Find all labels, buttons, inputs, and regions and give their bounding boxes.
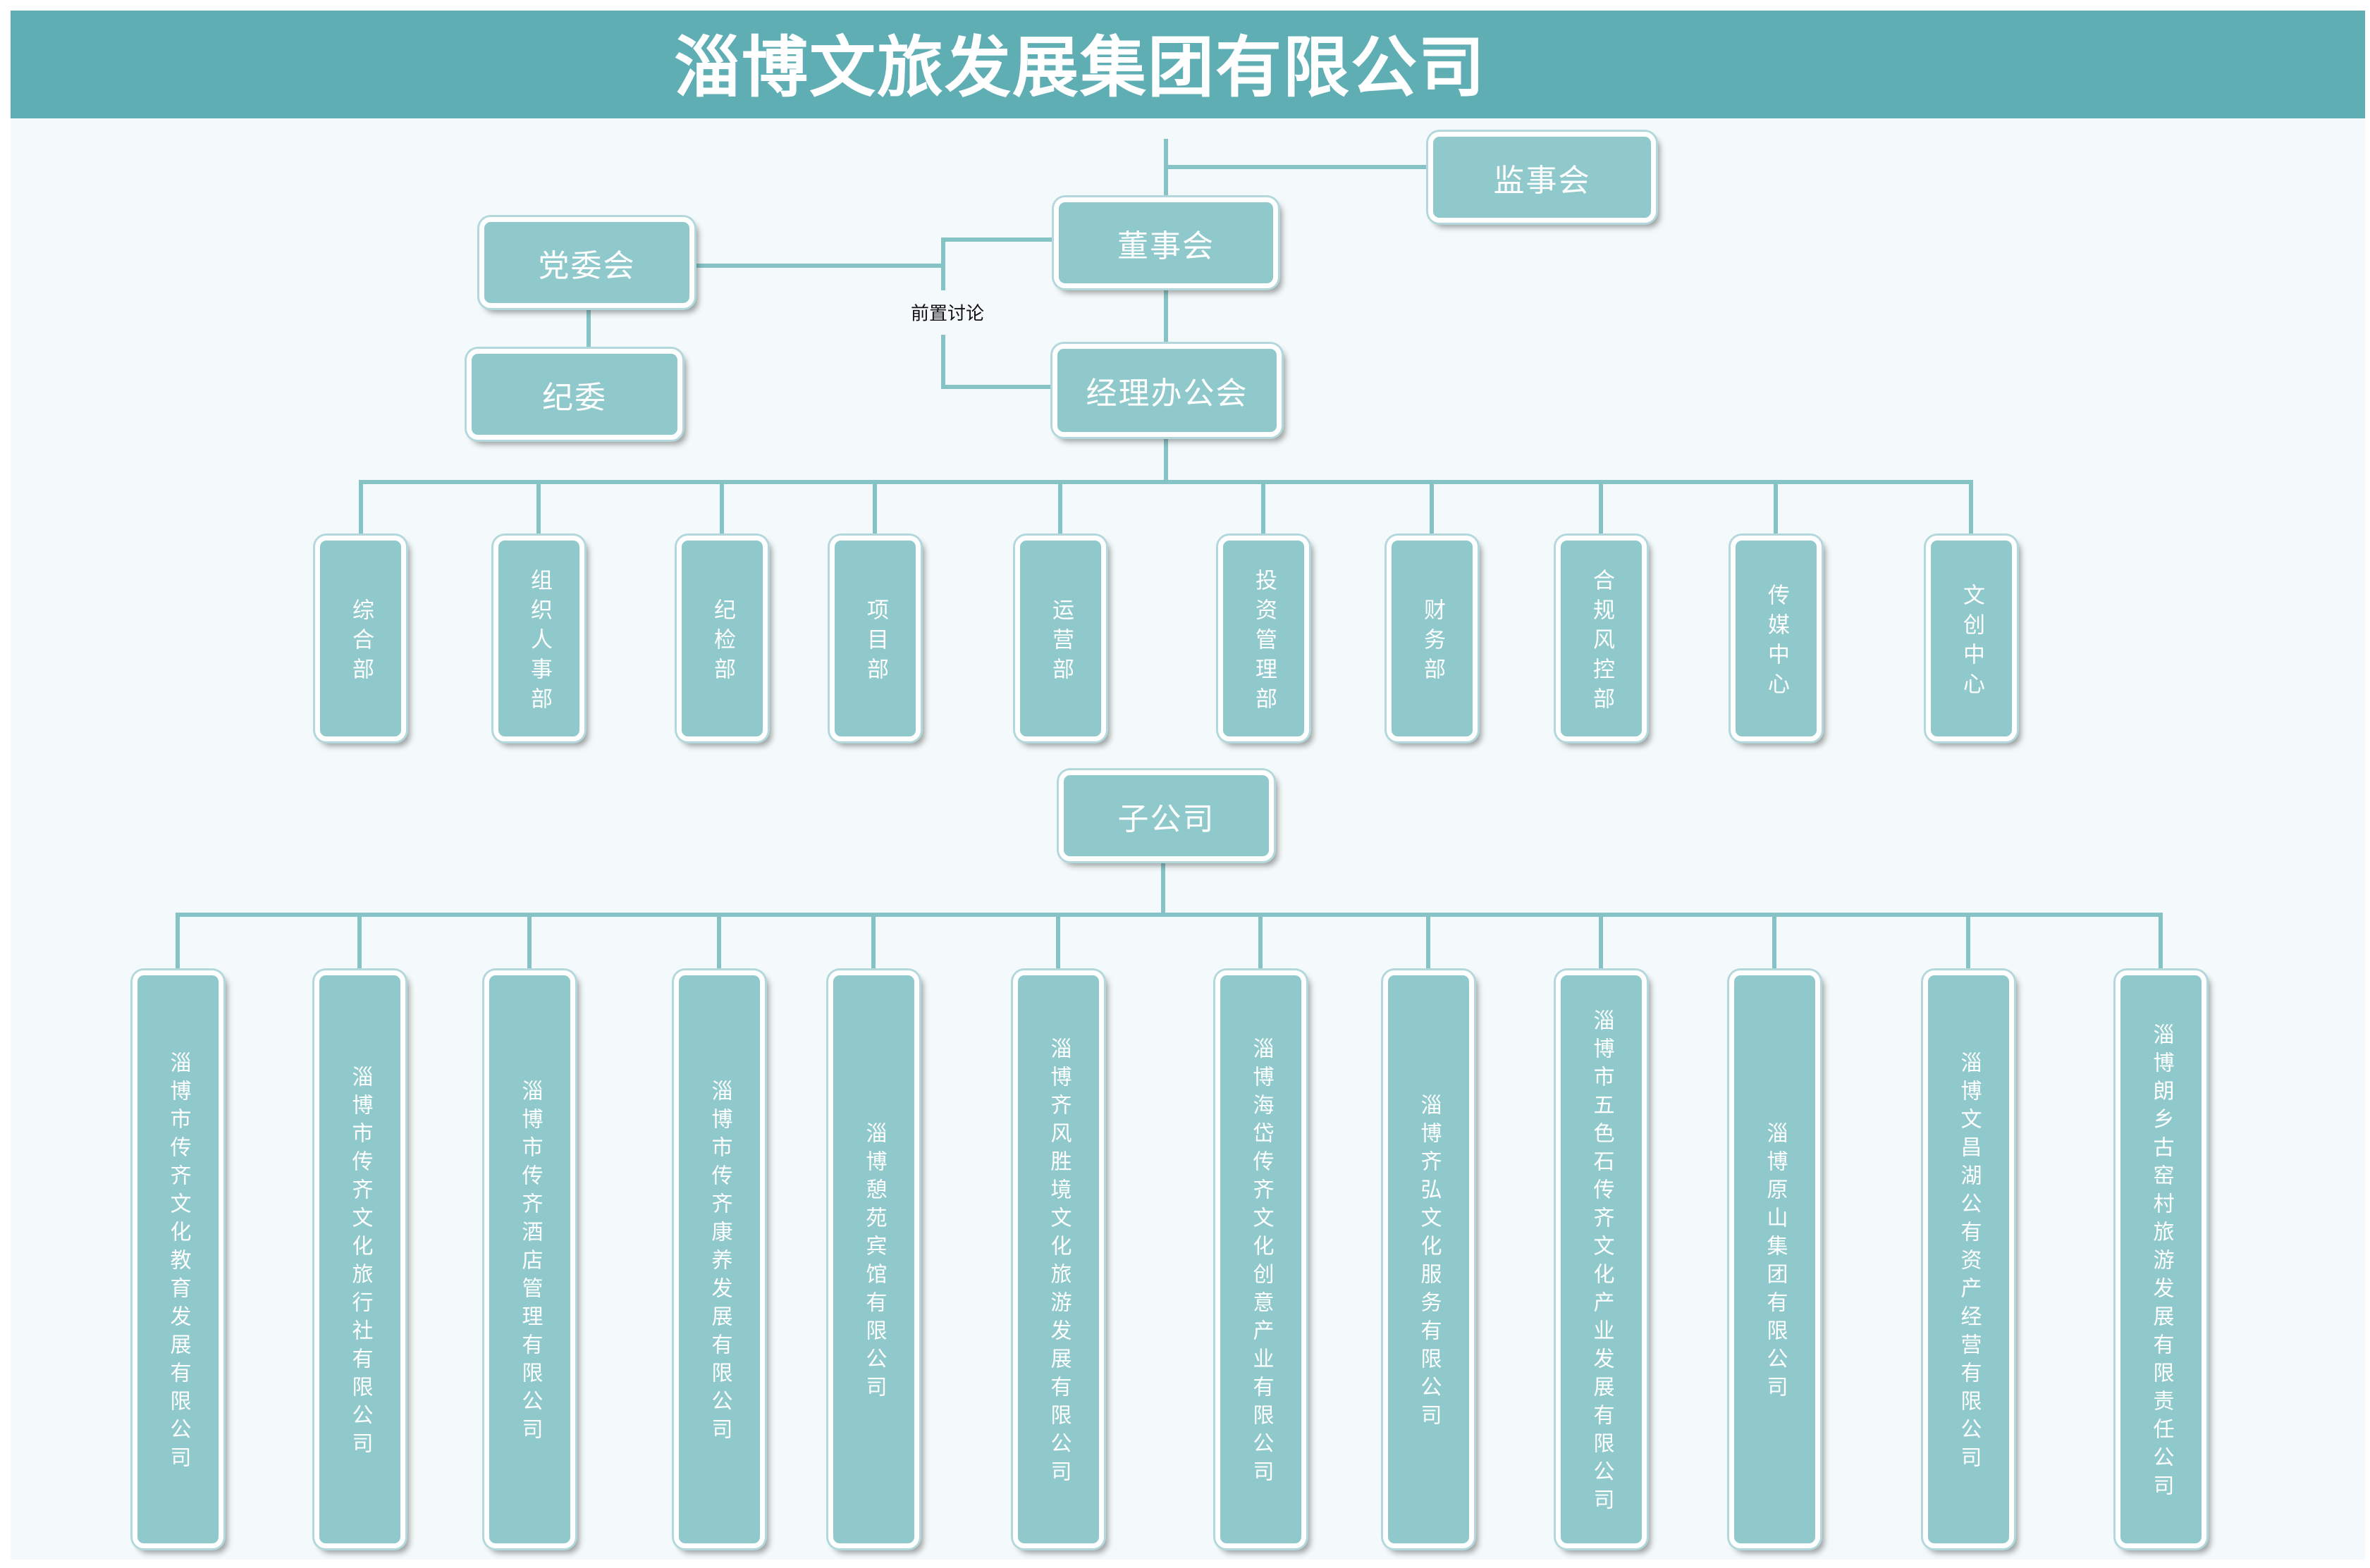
department-label: 组织人事部 (527, 568, 552, 717)
department-node-1: 综合部 (315, 536, 406, 741)
department-label: 文创中心 (1959, 583, 1984, 702)
title-banner (11, 11, 2365, 118)
subsidiary-node-11: 淄博文昌湖公有资产经营有限公司 (1923, 970, 2014, 1548)
subsidiary-node-8: 淄博齐弘文化服务有限公司 (1383, 970, 1474, 1548)
subsidiary-label: 淄博海岱传齐文化创意产业有限公司 (1248, 1037, 1274, 1488)
department-node-9: 传媒中心 (1731, 536, 1822, 741)
discipline-committee-label: 纪委 (542, 379, 607, 416)
department-node-6: 投资管理部 (1218, 536, 1309, 741)
subsidiary-label: 淄博市传齐文化教育发展有限公司 (166, 1051, 191, 1474)
department-label: 传媒中心 (1764, 583, 1789, 702)
department-label: 合规风控部 (1589, 568, 1614, 717)
department-node-8: 合规风控部 (1556, 536, 1647, 741)
subsidiary-node-10: 淄博原山集团有限公司 (1729, 970, 1820, 1548)
department-node-10: 文创中心 (1926, 536, 2017, 741)
department-label: 财务部 (1420, 598, 1445, 687)
party-committee-label: 党委会 (538, 247, 636, 284)
department-label: 纪检部 (710, 598, 735, 687)
subsidiary-label: 淄博市传齐酒店管理有限公司 (517, 1080, 543, 1446)
department-node-5: 运营部 (1015, 536, 1106, 741)
department-label: 投资管理部 (1251, 568, 1277, 717)
department-node-7: 财务部 (1387, 536, 1478, 741)
subsidiary-node-4: 淄博市传齐康养发展有限公司 (674, 970, 765, 1548)
department-label: 运营部 (1048, 598, 1074, 687)
subsidiary-label: 淄博齐弘文化服务有限公司 (1416, 1094, 1442, 1432)
subsidiary-node-5: 淄博憩苑宾馆有限公司 (828, 970, 919, 1548)
board-of-directors-node: 董事会 (1054, 197, 1278, 288)
discipline-committee-node: 纪委 (467, 349, 682, 440)
supervisory-board-node: 监事会 (1428, 132, 1656, 223)
party-committee-node: 党委会 (479, 217, 694, 308)
subsidiary-label: 淄博市传齐文化旅行社有限公司 (348, 1066, 373, 1460)
page-title: 淄博文旅发展集团有限公司 (673, 30, 1487, 106)
pre-discussion-label: 前置讨论 (910, 303, 985, 325)
subsidiary-node-3: 淄博市传齐酒店管理有限公司 (484, 970, 575, 1548)
supervisory-board-label: 监事会 (1493, 162, 1591, 199)
subsidiary-node-7: 淄博海岱传齐文化创意产业有限公司 (1215, 970, 1306, 1548)
subsidiary-node-12: 淄博朗乡古窑村旅游发展有限责任公司 (2116, 970, 2206, 1548)
board-of-directors-label: 董事会 (1117, 228, 1215, 264)
subsidiary-label: 淄博齐风胜境文化旅游发展有限公司 (1046, 1037, 1072, 1488)
department-node-4: 项目部 (830, 536, 921, 741)
subsidiary-node-9: 淄博市五色石传齐文化产业发展有限公司 (1556, 970, 1647, 1548)
general-manager-office-label: 经理办公会 (1086, 376, 1248, 412)
subsidiary-label: 淄博文昌湖公有资产经营有限公司 (1956, 1051, 1982, 1474)
department-node-2: 组织人事部 (493, 536, 584, 741)
department-node-3: 纪检部 (677, 536, 768, 741)
department-label: 项目部 (863, 598, 888, 687)
subsidiary-label: 淄博原山集团有限公司 (1762, 1122, 1788, 1404)
subsidiary-node-1: 淄博市传齐文化教育发展有限公司 (133, 970, 223, 1548)
subsidiaries-header-node: 子公司 (1059, 770, 1274, 861)
subsidiary-label: 淄博市五色石传齐文化产业发展有限公司 (1589, 1009, 1614, 1517)
subsidiary-node-2: 淄博市传齐文化旅行社有限公司 (314, 970, 405, 1548)
department-label: 综合部 (348, 598, 374, 687)
subsidiaries-header-label: 子公司 (1117, 801, 1215, 837)
subsidiary-label: 淄博朗乡古窑村旅游发展有限责任公司 (2149, 1023, 2174, 1502)
subsidiary-node-6: 淄博齐风胜境文化旅游发展有限公司 (1013, 970, 1104, 1548)
subsidiary-label: 淄博憩苑宾馆有限公司 (861, 1122, 887, 1404)
general-manager-office-node: 经理办公会 (1052, 344, 1282, 437)
subsidiary-label: 淄博市传齐康养发展有限公司 (707, 1080, 732, 1446)
